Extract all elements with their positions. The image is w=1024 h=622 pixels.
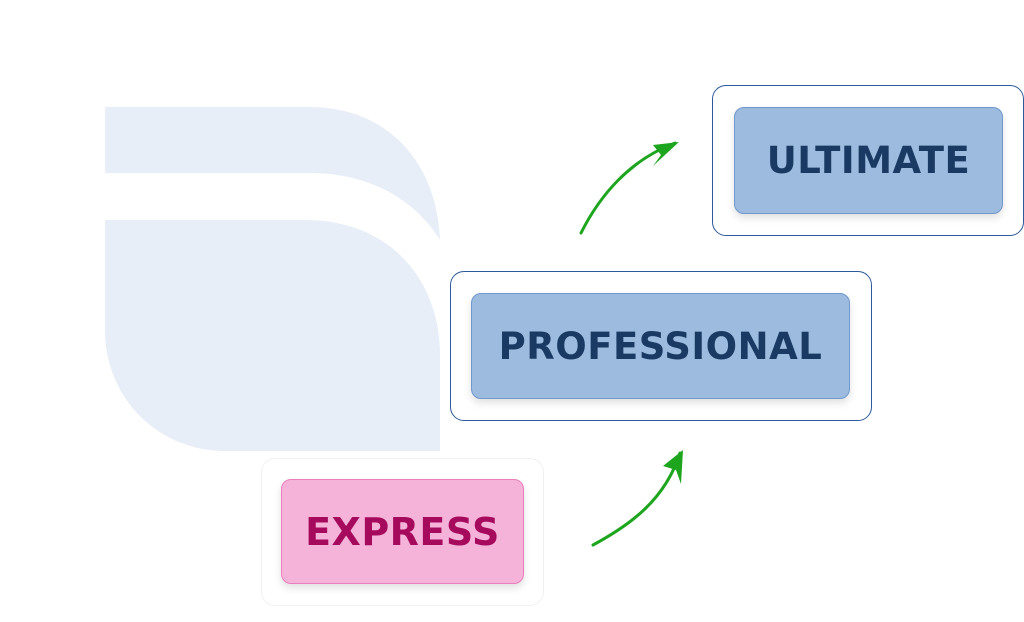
ultimate-tier-label: ULTIMATE (734, 107, 1003, 214)
express-tier-label: EXPRESS (281, 479, 524, 584)
professional-tier-label: PROFESSIONAL (471, 293, 850, 399)
leaf-logo-upper-band (105, 107, 440, 240)
leaf-logo-lower-leaf (105, 220, 440, 451)
